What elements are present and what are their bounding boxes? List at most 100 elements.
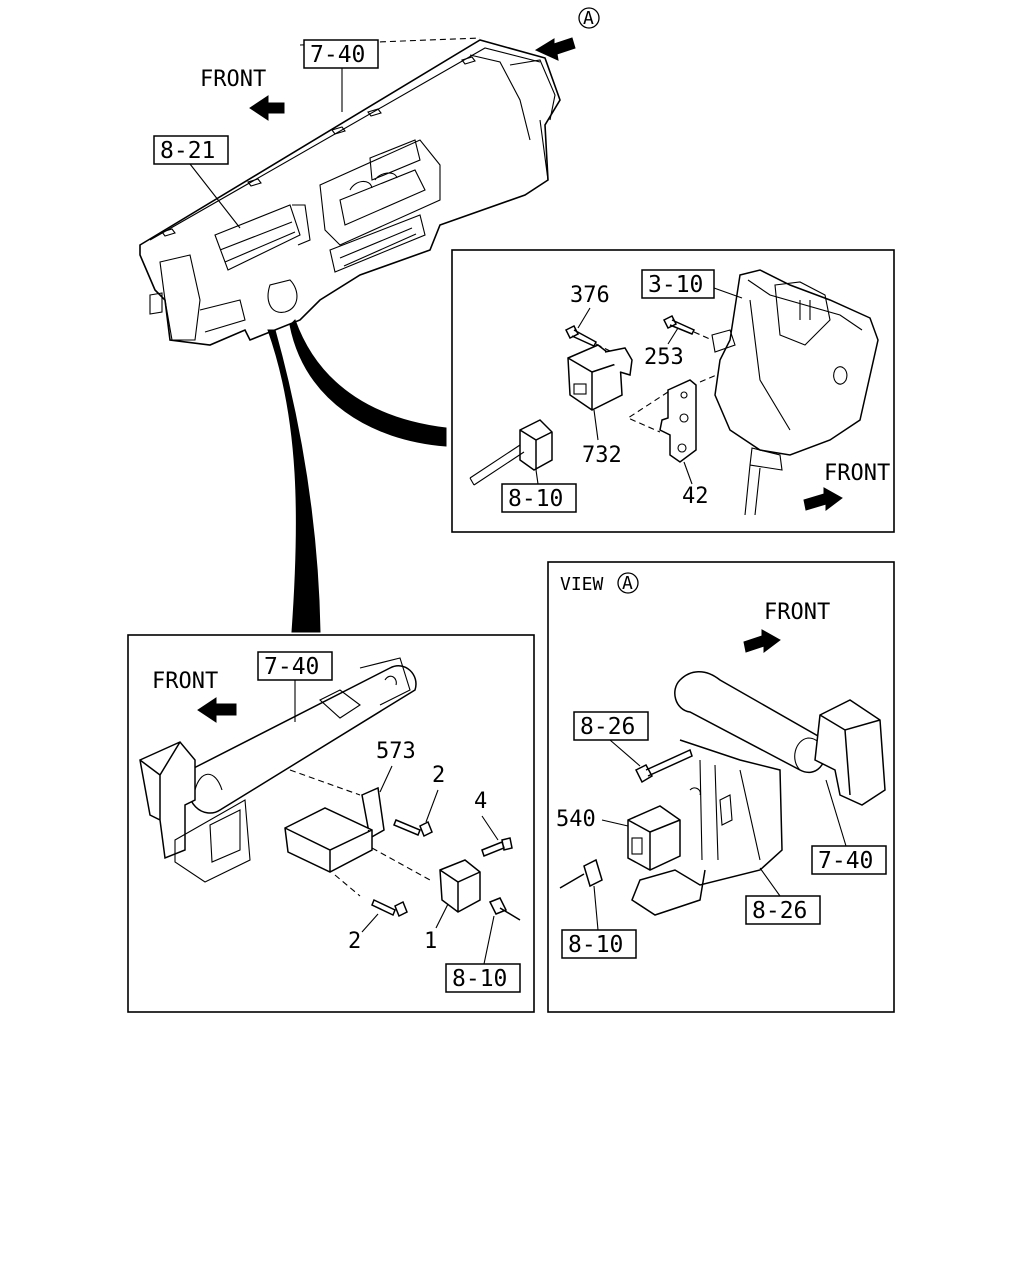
part-2-top-label: 2 xyxy=(432,763,445,788)
module-3-10 xyxy=(714,269,879,456)
ref-8-21-leader xyxy=(189,163,241,229)
dashboard-right-end xyxy=(509,59,556,181)
ref-8-10-left-box xyxy=(445,963,521,993)
lower-left-front-label: FRONT xyxy=(152,669,218,694)
bolt-253 xyxy=(662,314,696,335)
part-253-leader xyxy=(667,327,679,345)
bracket-hole-1 xyxy=(680,391,688,399)
part-376-label: 376 xyxy=(570,283,610,308)
lower-left-frame xyxy=(127,634,535,1013)
ref-8-21-box xyxy=(153,135,229,165)
console-lower xyxy=(329,214,426,273)
ref-3-10-label: 3-10 xyxy=(648,272,703,298)
view-right-bracket xyxy=(814,699,886,806)
steering-column xyxy=(267,279,298,313)
dashboard-left-end xyxy=(149,254,246,341)
view-a-marker-right: A xyxy=(622,573,633,594)
part-732-leader xyxy=(593,409,599,441)
ref-8-10-right-label: 8-10 xyxy=(568,932,623,958)
bolt-2-bottom xyxy=(371,898,408,918)
connector-wedge-upper xyxy=(289,319,447,447)
left-support-bracket xyxy=(139,741,196,860)
ref-8-26-bottom-leader xyxy=(759,867,781,897)
part-2-top-leader xyxy=(425,789,439,823)
ref-7-40-left-label: 7-40 xyxy=(264,654,319,680)
lower-right-detail-panel: VIEW A FRONT 8-26 540 7-40 8-26 8-1 xyxy=(547,561,895,1013)
instrument-cluster xyxy=(214,204,311,271)
module-3-10-detail xyxy=(744,279,863,516)
relay-socket xyxy=(573,383,587,395)
connector-wire-upper xyxy=(469,444,525,486)
ref-8-10-upper-leader xyxy=(535,469,539,485)
part-4-label: 4 xyxy=(474,789,487,814)
upper-front-label: FRONT xyxy=(824,461,890,486)
ref-8-10-right-leader xyxy=(593,885,599,931)
part-573-label: 573 xyxy=(376,739,416,764)
relay-1 xyxy=(439,859,481,913)
part-42-leader xyxy=(683,461,693,485)
cross-beam-detail xyxy=(194,657,411,791)
connector-8-10-left xyxy=(488,897,521,921)
ref-8-10-upper-box xyxy=(501,483,577,513)
ref-8-26-top-leader xyxy=(609,739,641,767)
bolt-376-dash xyxy=(595,343,613,353)
part-2-bottom-label: 2 xyxy=(348,929,361,954)
dashboard-top-edge xyxy=(149,47,541,241)
upper-detail-panel: 3-10 376 253 732 42 8-10 FRONT xyxy=(451,249,895,533)
module-540-socket xyxy=(631,837,643,855)
view-bracket-detail xyxy=(689,759,761,861)
bracket-573 xyxy=(361,786,385,840)
lower-support xyxy=(174,799,251,883)
ref-7-40-right-leader xyxy=(825,779,847,847)
part-376-leader xyxy=(577,307,591,329)
bolt-4 xyxy=(481,837,513,857)
bolt-376 xyxy=(564,324,597,347)
part-253-label: 253 xyxy=(644,345,684,370)
main-dashboard-view: FRONT A 7-40 8-21 xyxy=(139,7,600,633)
connector-8-10-upper xyxy=(519,419,553,471)
view-a-arrow xyxy=(534,37,576,61)
bolt-2-top xyxy=(393,819,433,838)
relay-tab xyxy=(604,347,633,376)
ref-3-10-box xyxy=(641,269,715,299)
dashboard-vent-marks xyxy=(161,56,476,237)
main-front-label: FRONT xyxy=(200,67,266,92)
module-3-10-mount xyxy=(711,329,736,353)
bracket-hole-3 xyxy=(677,443,687,453)
ref-7-40-right-box xyxy=(811,845,887,875)
upper-detail-frame xyxy=(451,249,895,533)
ref-7-40-right-label: 7-40 xyxy=(818,848,873,874)
upper-front-arrow xyxy=(803,487,843,511)
ref-7-40-label: 7-40 xyxy=(310,42,365,68)
view-bolt xyxy=(634,748,693,784)
lower-right-front-label: FRONT xyxy=(764,600,830,625)
ref-8-26-top-box xyxy=(573,711,649,741)
center-console xyxy=(319,139,441,246)
ref-8-10-right-box xyxy=(561,929,637,959)
part-732-label: 732 xyxy=(582,443,622,468)
ref-8-21-label: 8-21 xyxy=(160,138,215,164)
view-cross-beam xyxy=(674,671,827,773)
ref-7-40-box xyxy=(303,39,379,69)
ref-8-10-left-label: 8-10 xyxy=(452,966,507,992)
view-title-label: VIEW xyxy=(560,574,604,595)
mount-plate xyxy=(284,807,373,873)
part-42-label: 42 xyxy=(682,484,709,509)
connector-8-10-right xyxy=(559,858,603,889)
part-1-leader xyxy=(435,903,449,929)
lower-right-front-arrow xyxy=(743,629,781,653)
ref-8-26-bottom-label: 8-26 xyxy=(752,898,807,924)
part-2-bottom-leader xyxy=(361,913,379,933)
ref-8-10-upper-label: 8-10 xyxy=(508,486,563,512)
part-1-label: 1 xyxy=(424,929,437,954)
view-a-circle xyxy=(578,7,600,29)
part-573-leader xyxy=(379,765,393,793)
mount-plate-dash xyxy=(289,769,431,897)
main-front-arrow xyxy=(249,95,285,121)
connector-wedge-lower xyxy=(267,329,321,633)
bolt-253-dash xyxy=(693,331,713,341)
part-540-leader xyxy=(601,819,629,827)
lower-right-frame xyxy=(547,561,895,1013)
lower-left-front-arrow xyxy=(197,697,237,723)
ref-8-26-bottom-box xyxy=(745,895,821,925)
